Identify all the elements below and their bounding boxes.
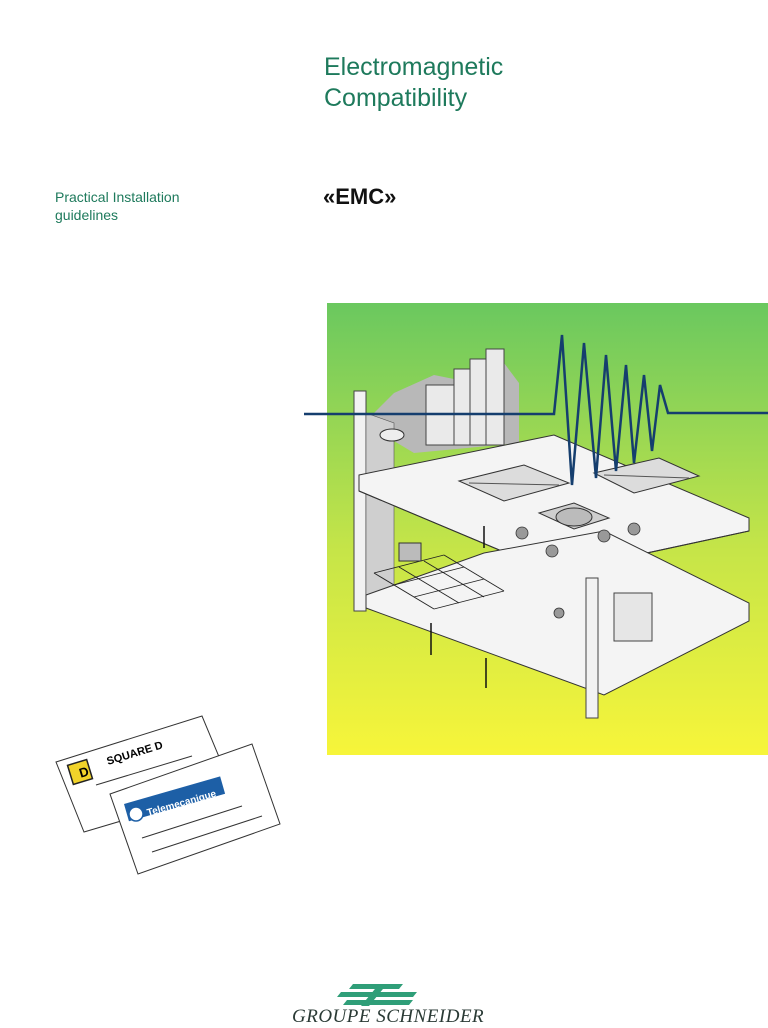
schneider-logo-icon [337, 984, 417, 1006]
schneider-logo-text: GROUPE SCHNEIDER [292, 1006, 485, 1027]
title-line-1: Electromagnetic [324, 53, 504, 81]
document-subtitle: Practical Installation guidelines [55, 188, 180, 224]
title-line-2: Compatibility [324, 84, 468, 112]
installation-illustration [304, 303, 768, 755]
machine [457, 457, 701, 530]
ground-grid [373, 554, 505, 610]
brand-cards: D SQUARE D Telemecanique [55, 715, 281, 875]
left-column [353, 390, 367, 612]
cabinets [425, 348, 505, 446]
card-square-d: D SQUARE D [55, 715, 233, 833]
small-cart [398, 542, 422, 562]
em-wave [304, 334, 768, 486]
motors [515, 522, 641, 619]
document-title: Electromagnetic Compatibility [324, 52, 503, 114]
subtitle-line-1: Practical Installation [55, 189, 180, 205]
globe-icon [128, 806, 144, 822]
lower-cabinet [613, 592, 653, 642]
wall-lamp [379, 428, 405, 442]
card-telemecanique: Telemecanique [109, 743, 281, 875]
right-column [585, 577, 599, 719]
emc-label: «EMC» [323, 184, 397, 209]
square-d-icon [66, 758, 94, 786]
earthing-lines [430, 526, 487, 688]
subtitle-line-2: guidelines [55, 207, 119, 223]
svg-text:D: D [77, 764, 90, 781]
